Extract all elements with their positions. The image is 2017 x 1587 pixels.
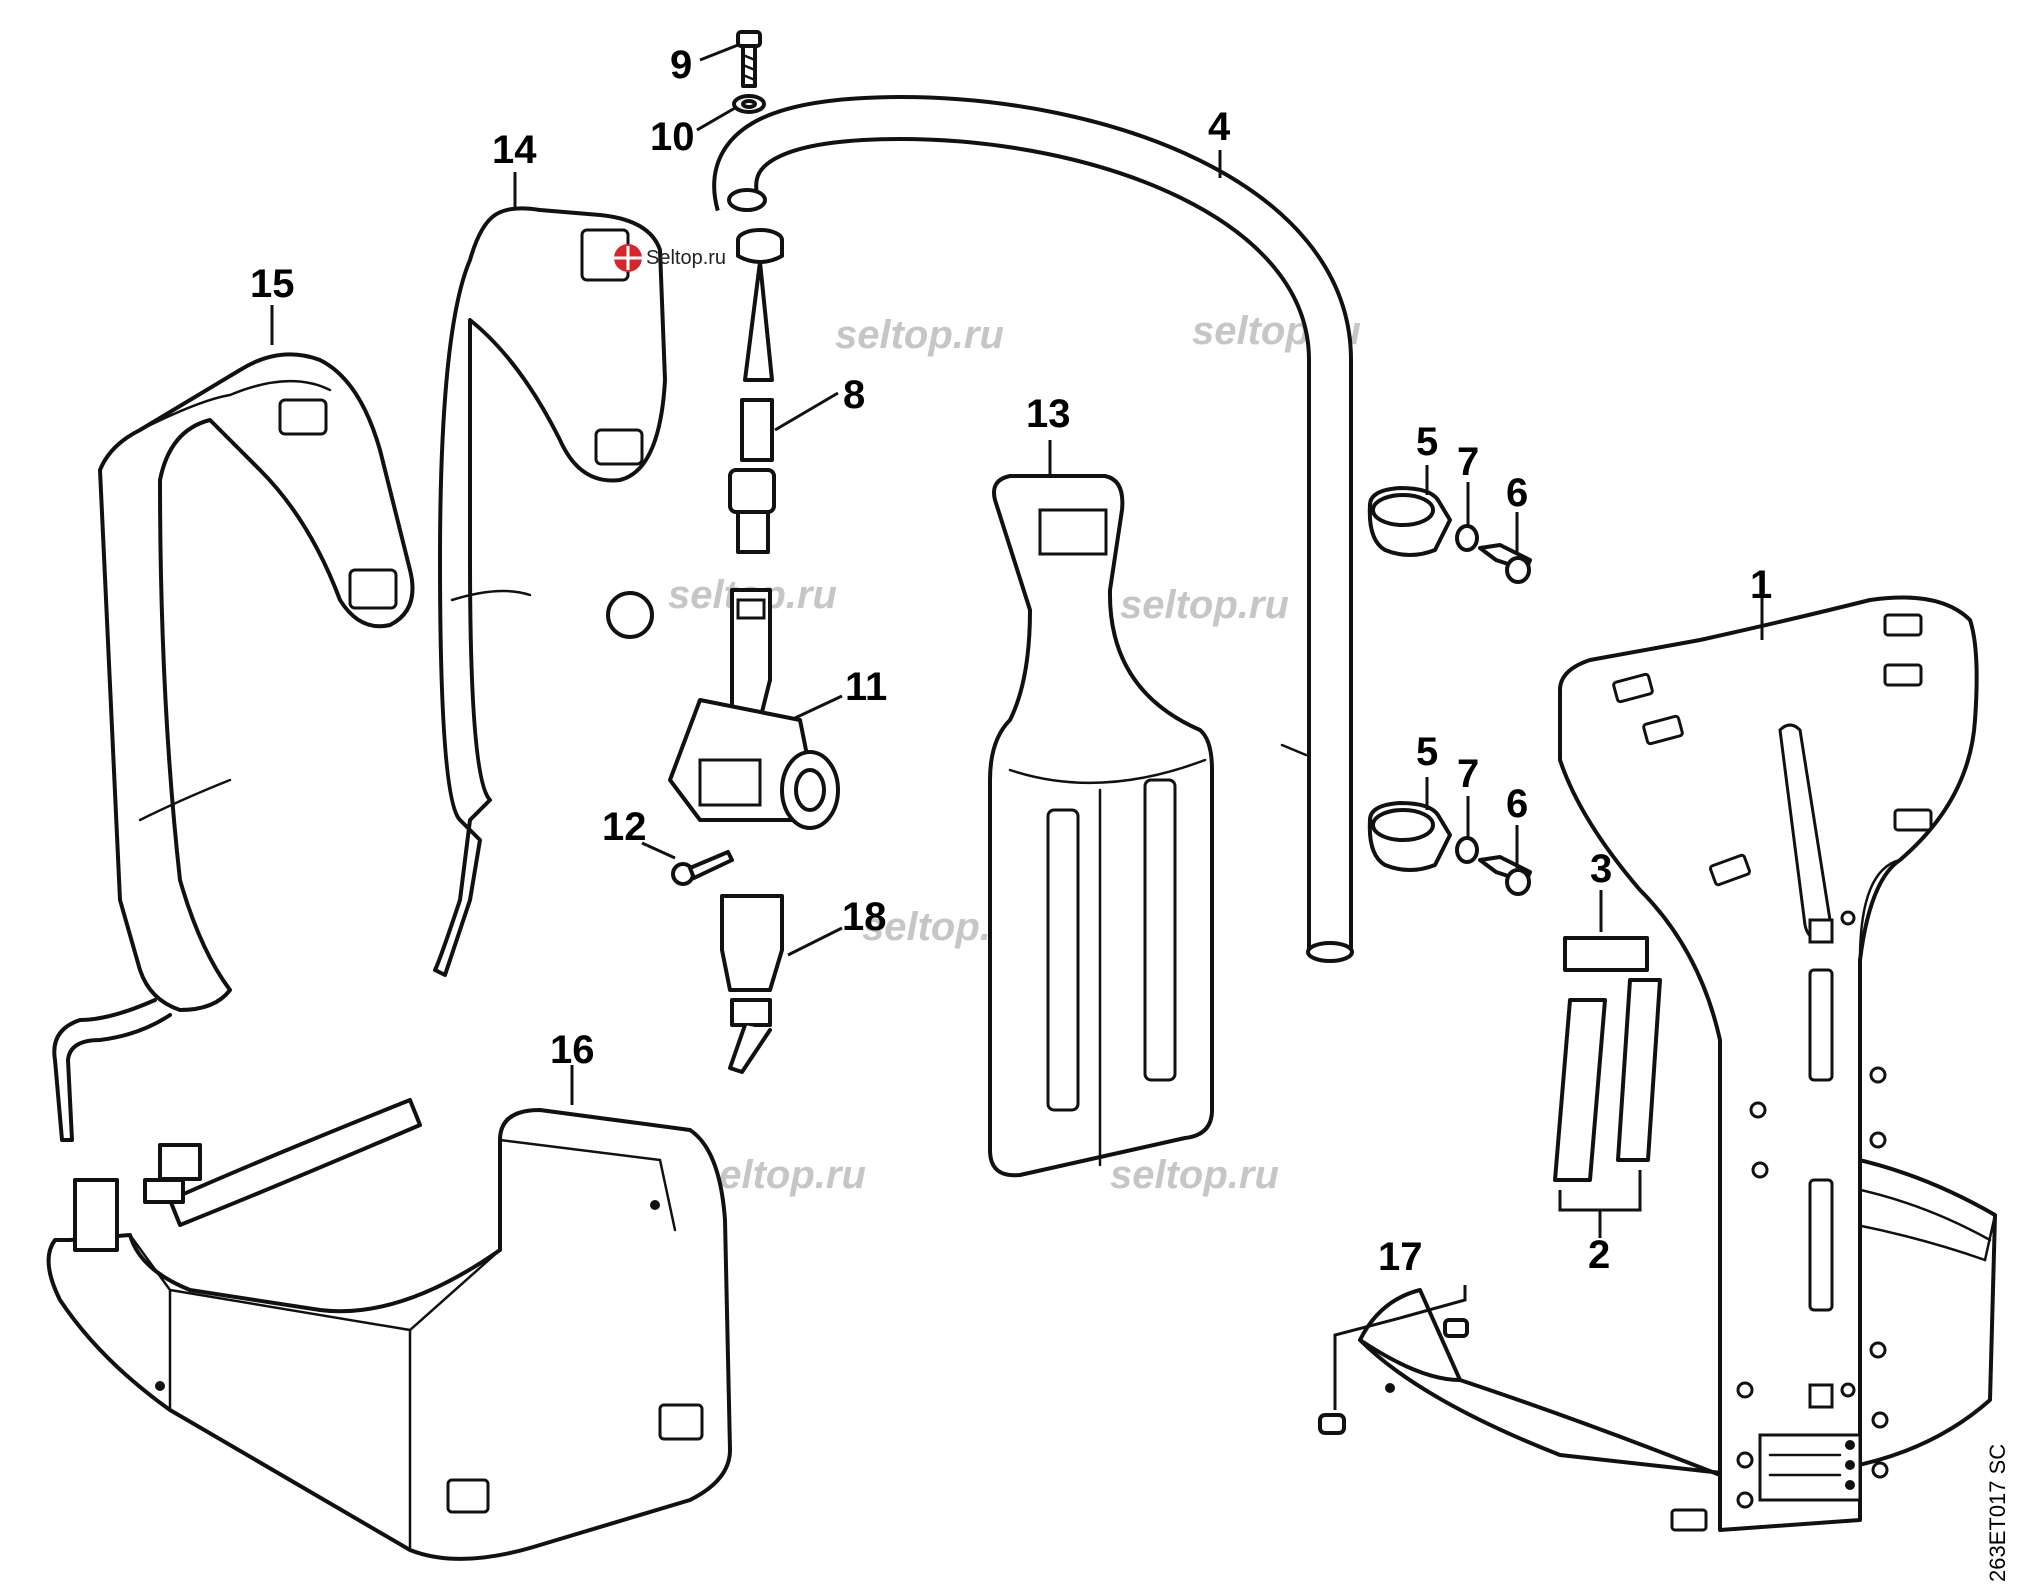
label-part-6-upper: 6 bbox=[1506, 471, 1528, 515]
leader-lines bbox=[270, 43, 1764, 1410]
label-part-18: 18 bbox=[842, 895, 887, 939]
label-part-8: 8 bbox=[843, 373, 865, 417]
part-7-washer-lower bbox=[1455, 836, 1479, 864]
watermark: seltop.ru bbox=[1110, 1153, 1279, 1197]
watermark: seltop.ru bbox=[835, 313, 1004, 357]
part-labels: 9 10 4 14 15 8 13 5 7 6 1 11 5 7 6 12 3 … bbox=[250, 43, 1772, 1279]
part-5-clamp-upper bbox=[1367, 486, 1452, 557]
part-17-side-panel bbox=[1318, 1288, 1469, 1435]
part-5-clamp-lower bbox=[1367, 801, 1452, 872]
part-15-shoulder-strap bbox=[52, 352, 415, 1142]
label-part-5-lower: 5 bbox=[1416, 730, 1438, 774]
label-part-6-lower: 6 bbox=[1506, 782, 1528, 826]
logo-text: Seltop.ru bbox=[646, 247, 726, 269]
seltop-logo: Seltop.ru bbox=[614, 244, 726, 272]
label-part-3: 3 bbox=[1590, 847, 1612, 891]
part-12-screw bbox=[671, 850, 734, 886]
label-part-2: 2 bbox=[1588, 1233, 1610, 1277]
part-6-screw-lower bbox=[1478, 855, 1532, 896]
label-part-7-upper: 7 bbox=[1457, 440, 1479, 484]
label-part-15: 15 bbox=[250, 262, 295, 306]
part-16-hip-belt bbox=[46, 1098, 732, 1561]
part-2-stickers bbox=[1553, 978, 1662, 1182]
label-part-4: 4 bbox=[1208, 105, 1231, 149]
part-7-washer-upper bbox=[1455, 524, 1479, 552]
watermark: seltop.ru bbox=[1120, 583, 1289, 627]
label-part-7-lower: 7 bbox=[1457, 752, 1479, 796]
part-10-washer bbox=[732, 94, 766, 114]
drawing-code: 263ET017 SC bbox=[1985, 1444, 2010, 1582]
part-9-screw bbox=[736, 30, 762, 88]
label-part-13: 13 bbox=[1026, 392, 1071, 436]
label-part-11: 11 bbox=[845, 665, 887, 709]
part-4-tube bbox=[712, 94, 1354, 963]
part-11-clamp bbox=[668, 588, 840, 830]
label-part-1: 1 bbox=[1750, 563, 1772, 607]
watermark: seltop.ru bbox=[697, 1153, 866, 1197]
part-3-sticker bbox=[1563, 936, 1649, 972]
part-1-frame bbox=[1358, 595, 1997, 1532]
part-18-snap-hook bbox=[720, 894, 784, 1074]
label-part-5-upper: 5 bbox=[1416, 420, 1438, 464]
part-6-screw-upper bbox=[1478, 543, 1532, 584]
part-8-strap bbox=[606, 228, 784, 639]
label-part-9: 9 bbox=[670, 43, 692, 87]
label-part-10: 10 bbox=[650, 115, 695, 159]
part-14-shoulder-strap bbox=[433, 206, 667, 977]
label-part-14: 14 bbox=[492, 128, 537, 172]
label-part-16: 16 bbox=[550, 1028, 595, 1072]
label-part-12: 12 bbox=[602, 805, 647, 849]
part-13-back-pad bbox=[988, 474, 1214, 1178]
label-part-17: 17 bbox=[1378, 1235, 1423, 1279]
